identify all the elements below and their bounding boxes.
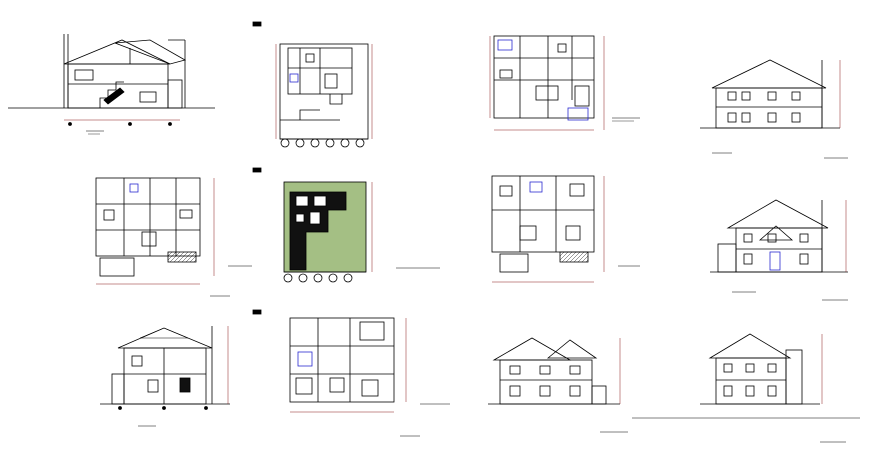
site-plan-1 bbox=[252, 21, 373, 148]
site-plan-colored bbox=[252, 167, 440, 283]
elevation-4 bbox=[632, 333, 860, 443]
elevation-2 bbox=[710, 199, 848, 301]
section-view-2 bbox=[100, 326, 230, 427]
elevation-3 bbox=[488, 337, 628, 433]
floor-plan-1 bbox=[489, 35, 640, 131]
floor-plan-2 bbox=[95, 177, 252, 297]
floor-plan-3 bbox=[491, 175, 640, 283]
elevation-1 bbox=[700, 59, 848, 159]
floor-plan-4 bbox=[252, 309, 450, 437]
section-view-1 bbox=[8, 34, 215, 135]
